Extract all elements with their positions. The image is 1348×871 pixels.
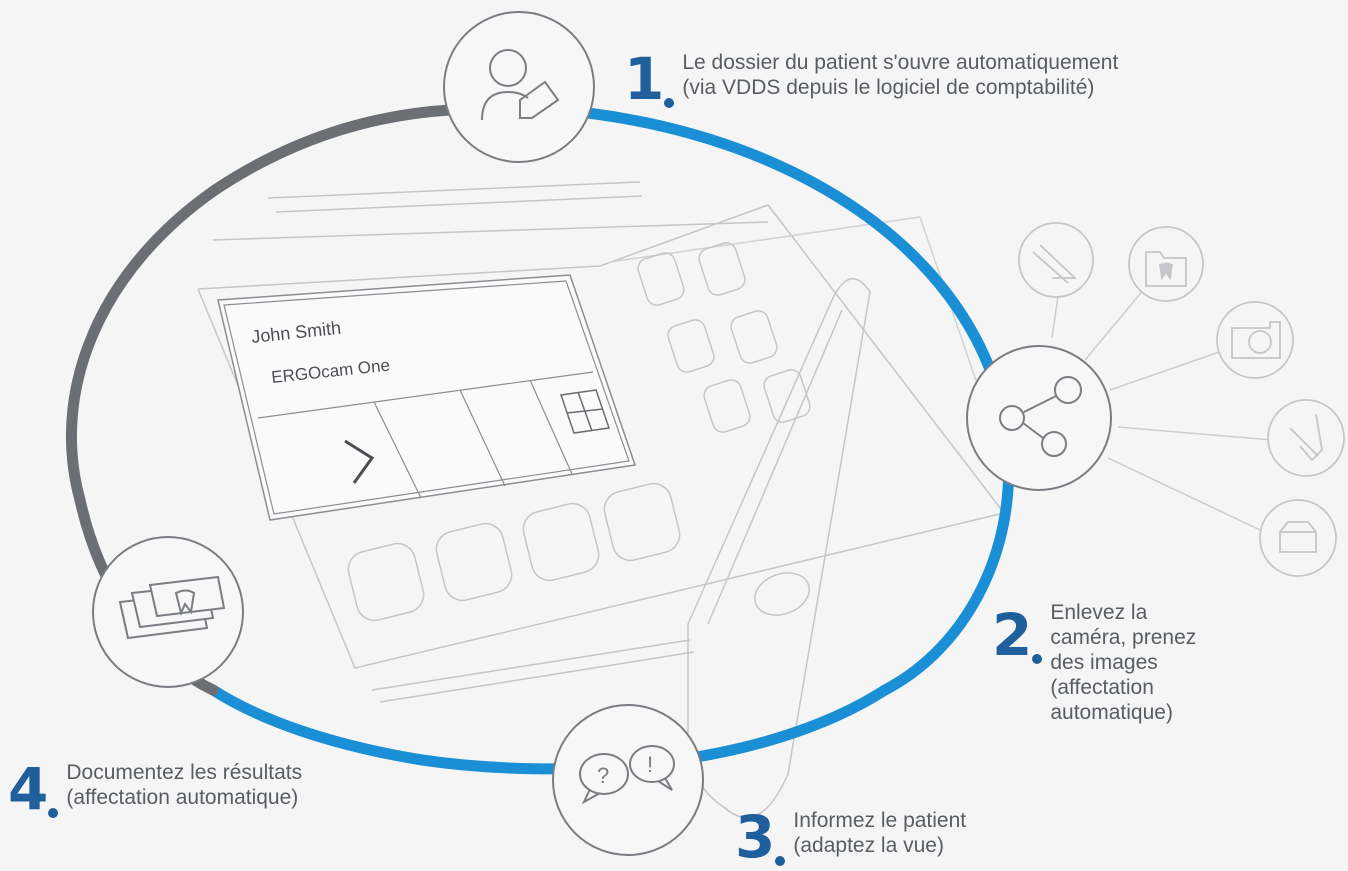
svg-text:?: ? [597,763,609,788]
tooth-folder-icon [1128,226,1204,302]
step-3-line-2: (adaptez la vue) [793,834,944,857]
grid-view-icon [559,389,611,434]
tooth-images-node [92,536,244,688]
step-1-line-1: Le dossier du patient s'ouvre automatiqu… [682,51,1119,74]
box-icon [1259,499,1337,577]
step-3-number: 3 [735,803,775,871]
next-chevron-icon [344,439,375,484]
step-1: 1 Le dossier du patient s'ouvre automati… [624,50,1118,108]
patient-file-icon [481,49,560,121]
step-2-line-3: des images [1050,651,1158,674]
step-4-number: 4 [8,755,48,823]
step-1-text: Le dossier du patient s'ouvre automatiqu… [682,50,1118,100]
chat-question-icon: ? ! [579,745,675,805]
step-1-number: 1 [624,45,664,113]
step-1-line-2: (via VDDS depuis le logiciel de comptabi… [682,76,1095,99]
step-2-line-4: (affectation [1050,676,1154,699]
share-icon [999,376,1082,457]
step-1-dot [664,98,675,108]
step-2-line-1: Enlevez la [1050,601,1148,624]
share-node [966,345,1112,491]
satellite-connectors [1051,281,1273,531]
step-2-line-5: automatique) [1050,701,1173,724]
step-2: 2 Enlevez la caméra, prenez des images (… [992,600,1196,725]
camera-icon [1216,301,1294,379]
step-2-dot [1032,654,1043,664]
step-4-text: Documentez les résultats (affectation au… [66,760,302,810]
handpiece-icon [1018,222,1094,298]
step-3: 3 Informez le patient (adaptez la vue) [735,808,966,866]
step-2-line-2: caméra, prenez [1050,626,1197,649]
svg-text:!: ! [647,752,653,777]
step-3-line-1: Informez le patient [793,809,967,832]
chat-node: ? ! [552,704,704,856]
step-4-line-2: (affectation automatique) [66,786,299,809]
step-3-text: Informez le patient (adaptez la vue) [793,808,966,858]
cycle-arc-blue [207,107,1015,775]
step-4: 4 Documentez les résultats (affectation … [8,760,302,818]
step-4-line-1: Documentez les résultats [66,761,303,784]
step-3-dot [775,856,786,866]
patient-file-node [443,11,595,163]
step-2-number: 2 [992,601,1032,669]
step-2-text: Enlevez la caméra, prenez des images (af… [1050,600,1196,725]
tooth-images-icon [118,575,226,640]
step-4-dot [48,808,59,818]
device-screen: John Smith ERGOcam One [217,274,637,521]
instrument-icon [1267,399,1345,477]
